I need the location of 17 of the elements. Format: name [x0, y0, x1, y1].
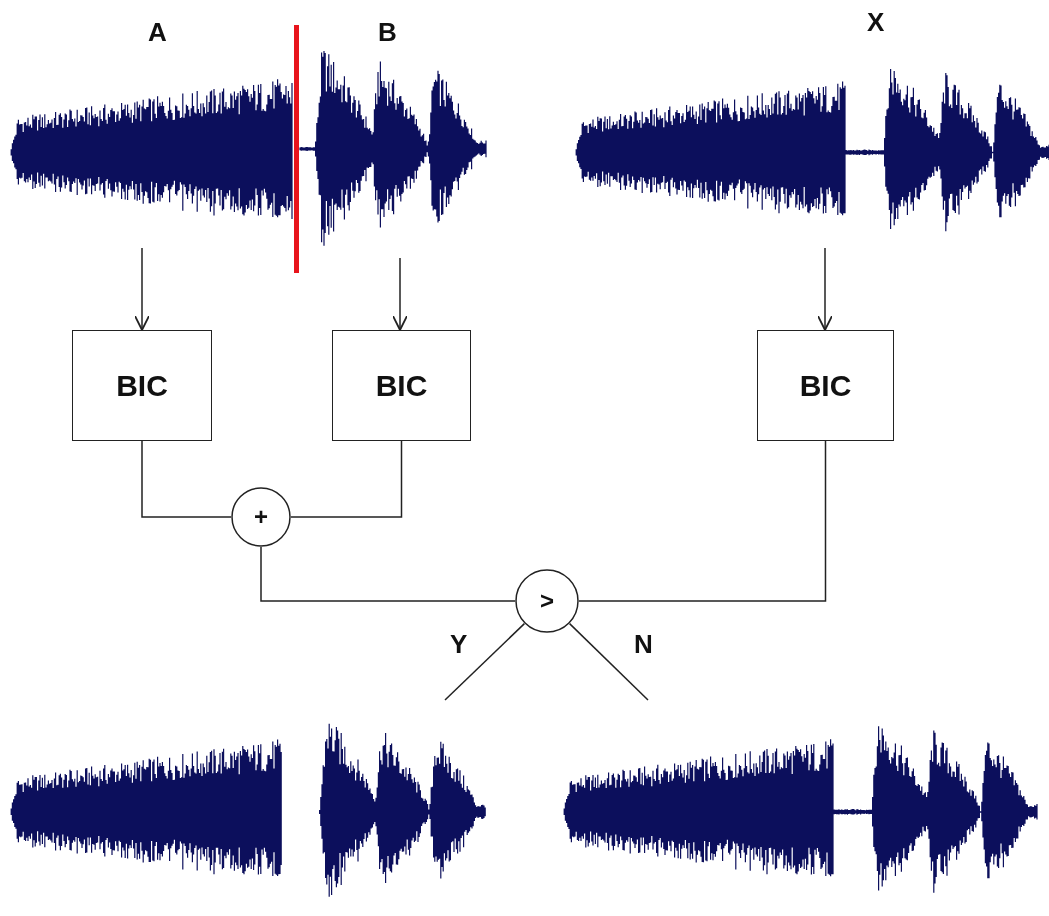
segment-label: A: [148, 17, 167, 47]
process-box: BIC: [332, 330, 471, 441]
segment-label: B: [378, 17, 397, 47]
process-box: BIC: [757, 330, 894, 441]
segment-label: X: [867, 7, 885, 37]
connector-line: [141, 440, 232, 518]
process-box: BIC: [72, 330, 212, 441]
connector-line: [444, 622, 526, 701]
arrow: [817, 247, 833, 331]
connector-line: [290, 440, 403, 518]
arrow: [392, 257, 408, 331]
connector-line: [260, 546, 516, 602]
connector-line: [568, 622, 649, 701]
operator-symbol: +: [254, 503, 268, 531]
arrow: [134, 247, 150, 331]
connector-line: [578, 440, 827, 602]
operator-symbol: >: [540, 587, 554, 615]
